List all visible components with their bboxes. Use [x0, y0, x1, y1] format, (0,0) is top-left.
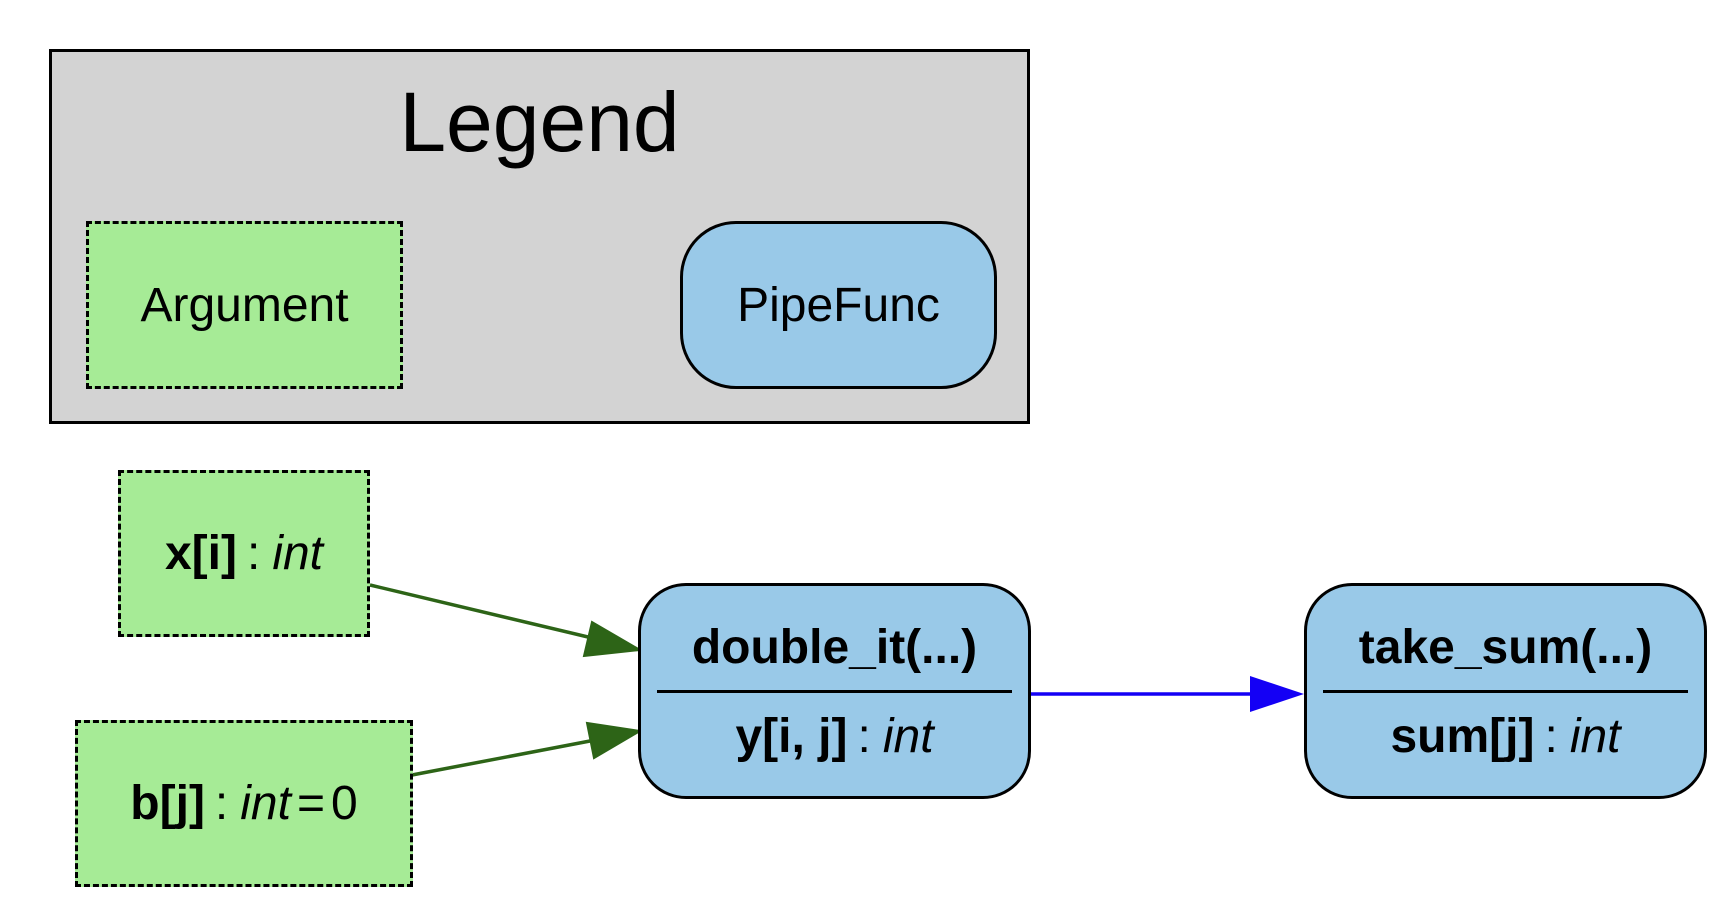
function-double-it-title: double_it(...) — [691, 621, 978, 674]
argument-b-sep: : — [214, 777, 229, 830]
argument-b-type: int — [240, 777, 291, 830]
function-take-sum-sep: : — [1544, 710, 1558, 763]
function-take-sum-output-type: int — [1569, 710, 1621, 763]
argument-x-sep: : — [246, 527, 261, 580]
legend-argument-label: Argument — [140, 278, 349, 332]
function-double-it-sep: : — [857, 710, 871, 763]
function-double-it-output-type: int — [882, 710, 934, 763]
argument-node-b[interactable]: b[j]:int=0 — [75, 720, 413, 887]
argument-x-type: int — [272, 527, 324, 580]
function-node-double-it[interactable]: double_it(...) y[i, j]:int — [638, 583, 1031, 799]
argument-b-eq: = — [296, 777, 325, 830]
argument-b-default: 0 — [331, 777, 358, 830]
function-double-it-divider — [657, 690, 1012, 693]
argument-x-name: x[i] — [164, 527, 237, 580]
legend-argument-node: Argument — [86, 221, 403, 389]
edge-x-to-double-it — [369, 583, 644, 658]
argument-node-x[interactable]: x[i]:int — [118, 470, 370, 637]
function-take-sum-title: take_sum(...) — [1358, 621, 1653, 674]
edge-b-to-double-it — [411, 721, 643, 777]
function-take-sum-output-name: sum[j] — [1390, 710, 1535, 763]
argument-b-name: b[j] — [130, 777, 205, 830]
edge-double-it-to-take-sum — [1030, 676, 1304, 712]
function-take-sum-divider — [1323, 690, 1688, 693]
legend-pipefunc-label: PipeFunc — [737, 278, 940, 332]
legend-title: Legend — [399, 75, 680, 169]
legend-pipefunc-node: PipeFunc — [680, 221, 997, 389]
function-double-it-output-name: y[i, j] — [735, 710, 848, 763]
function-node-take-sum[interactable]: take_sum(...) sum[j]:int — [1304, 583, 1707, 799]
